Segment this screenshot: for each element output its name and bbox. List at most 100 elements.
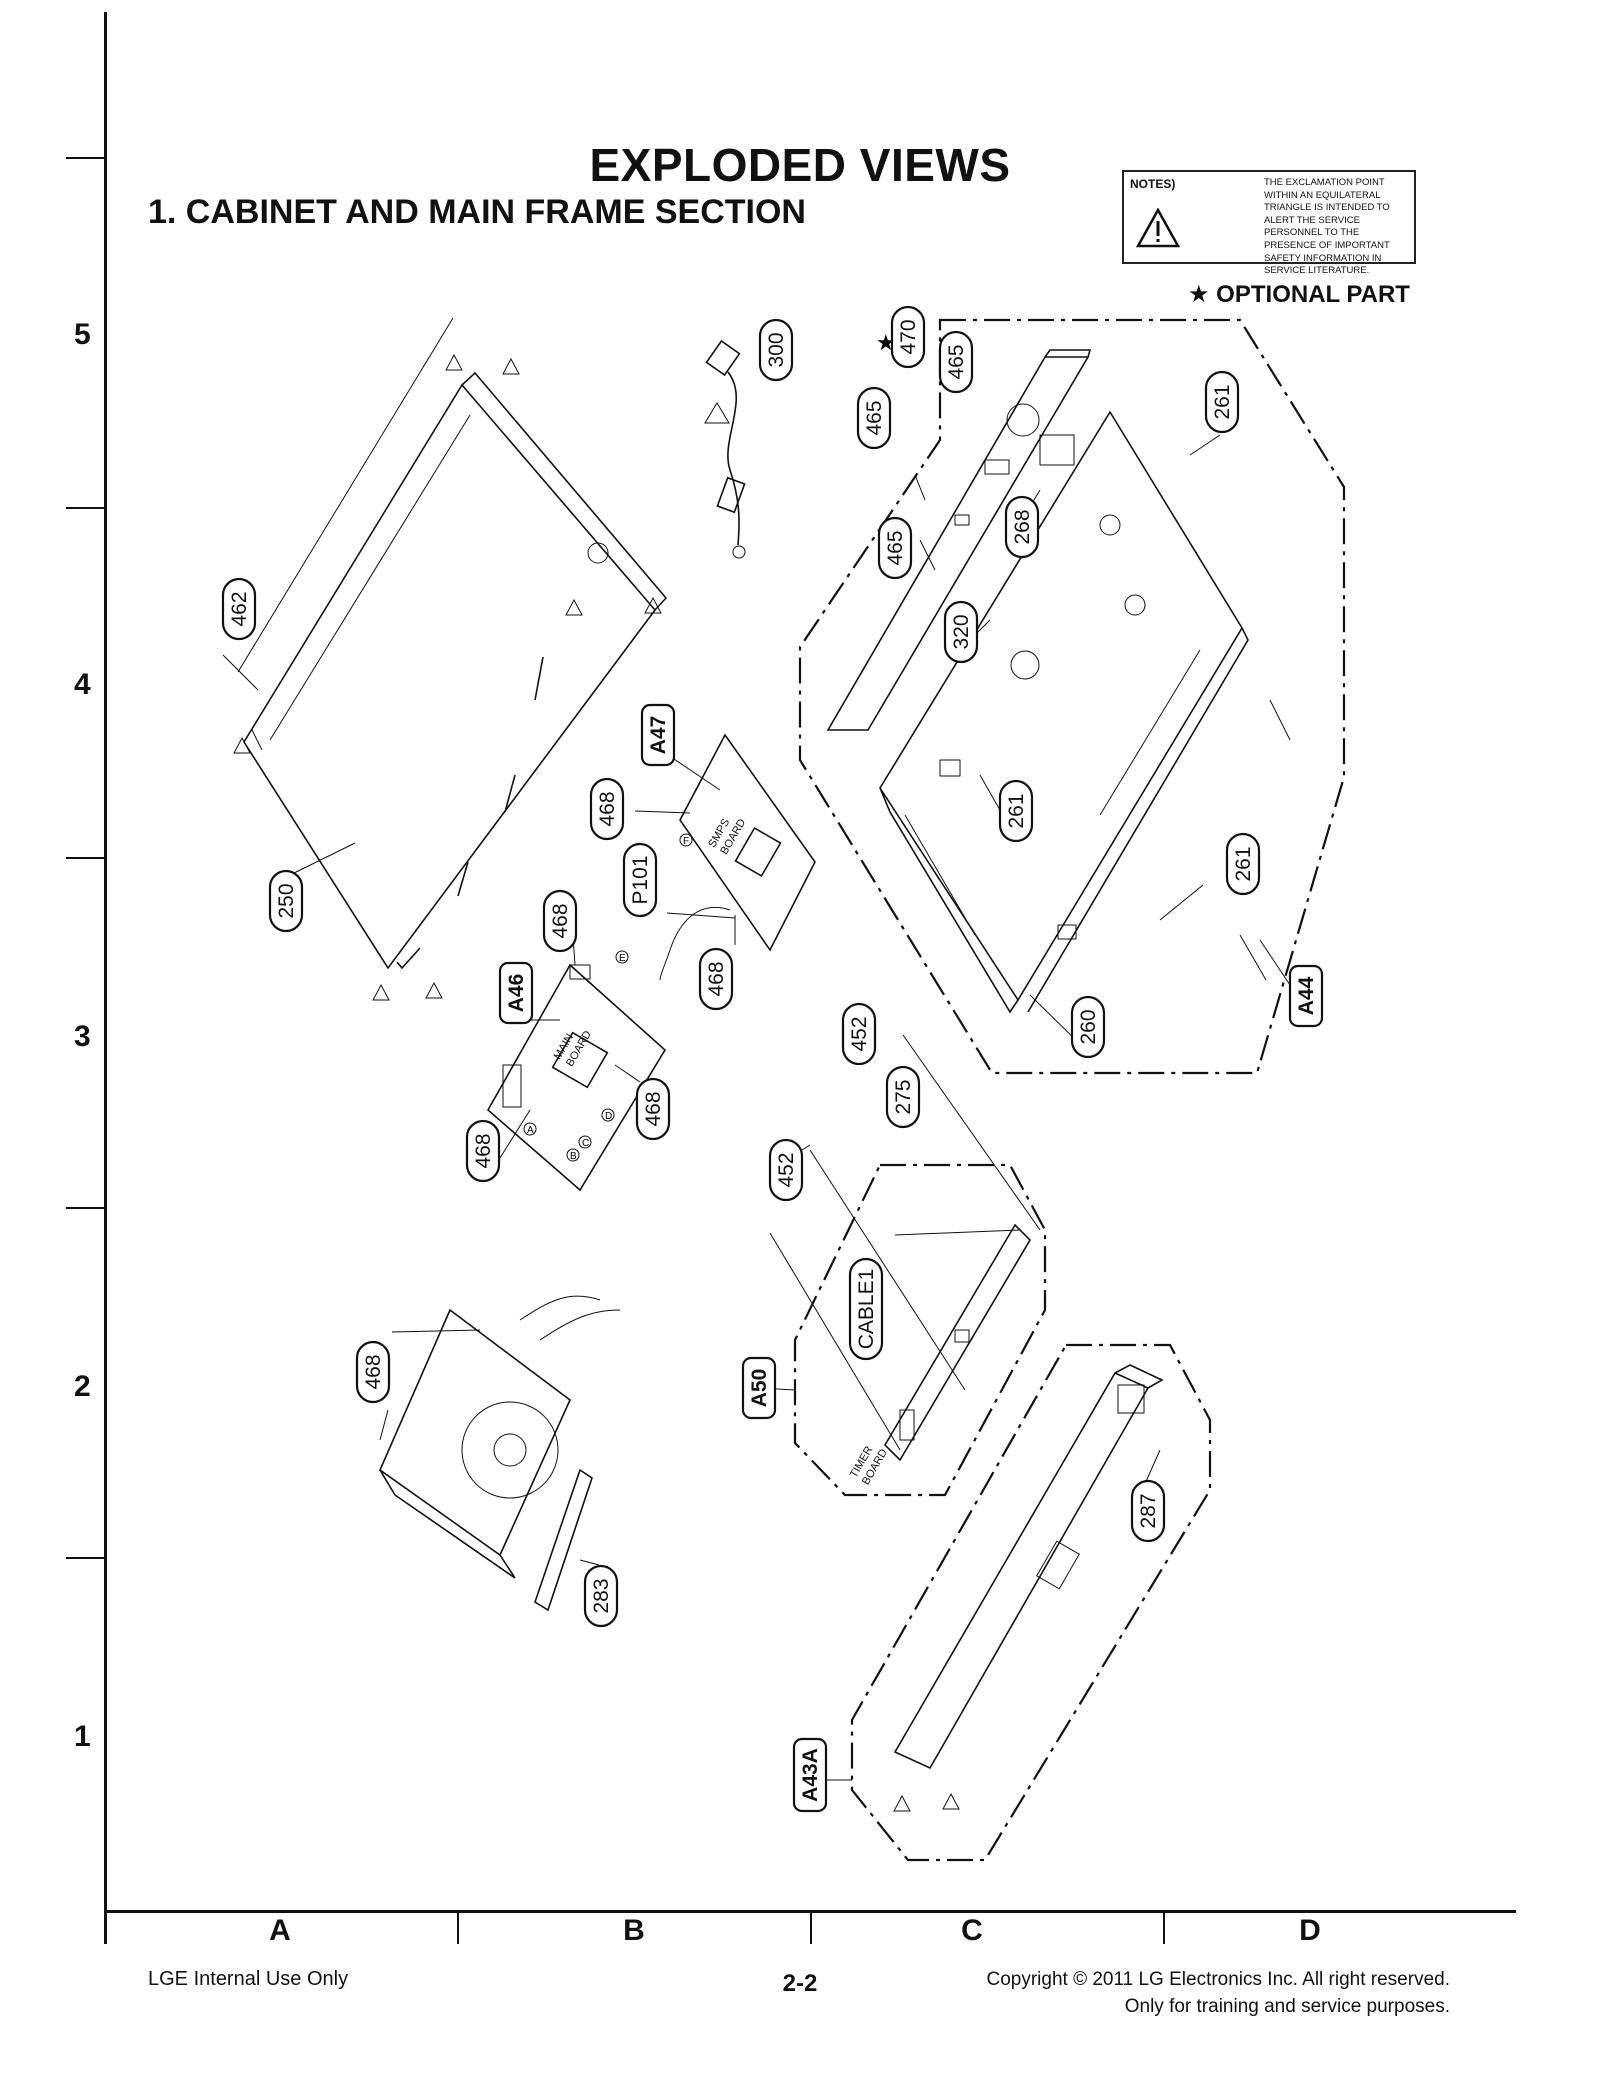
connector-letters: A B C D E F (523, 833, 693, 1162)
row-label-1: 1 (74, 1720, 91, 1753)
column-divider (810, 1910, 812, 1944)
timer-board-part (883, 1223, 1032, 1462)
callout-468-main-top: 468 (542, 889, 578, 953)
column-divider (457, 1910, 459, 1944)
svg-text:470: 470 (897, 319, 920, 354)
connector-marker-a (523, 1122, 537, 1136)
column-label-a: A (269, 1914, 291, 1947)
callout-462: 462 (221, 577, 257, 641)
row-label-3: 3 (74, 1020, 91, 1053)
connector-marker-c (578, 1135, 592, 1149)
svg-text:A43A: A43A (799, 1748, 822, 1802)
column-divider (104, 1910, 106, 1944)
row-label-5: 5 (74, 318, 91, 351)
callout-465-low: 465 (877, 516, 913, 580)
svg-text:287: 287 (1137, 1493, 1160, 1528)
callout-468-main-right: 468 (635, 1077, 671, 1141)
connector-marker-e (615, 950, 629, 964)
svg-text:275: 275 (892, 1079, 915, 1114)
callout-452-mid: 452 (768, 1138, 804, 1202)
column-label-b: B (623, 1914, 645, 1947)
notes-label: NOTES) (1130, 177, 1176, 191)
svg-text:468: 468 (362, 1354, 385, 1389)
svg-text:A47: A47 (647, 716, 670, 755)
notes-text: THE EXCLAMATION POINT WITHIN AN EQUILATE… (1264, 177, 1390, 277)
svg-text:A44: A44 (1295, 976, 1318, 1015)
front-bracket-part (826, 349, 1092, 731)
exploded-view-diagram (222, 317, 1346, 1862)
left-frame-line (104, 12, 107, 1944)
callout-a43a: A43A (792, 1737, 828, 1813)
footer-copyright: Copyright © 2011 LG Electronics Inc. All… (900, 1966, 1450, 2020)
connector-marker-f (679, 833, 693, 847)
callout-250: 250 (268, 869, 304, 933)
row-divider (66, 507, 106, 509)
svg-text:468: 468 (642, 1091, 665, 1126)
callout-261-mid: 261 (998, 779, 1034, 843)
page-number: 2-2 (782, 1970, 818, 1997)
svg-text:452: 452 (848, 1016, 871, 1051)
svg-text:268: 268 (1011, 509, 1034, 544)
column-label-c: C (961, 1914, 983, 1947)
svg-text:468: 468 (549, 903, 572, 938)
row-divider (66, 1557, 106, 1559)
row-label-4: 4 (74, 668, 91, 701)
optional-star-marker: ★ (876, 331, 896, 356)
svg-text:468: 468 (596, 791, 619, 826)
callout-465-top: 465 (938, 330, 974, 394)
callout-468-loader: 468 (355, 1340, 391, 1404)
connector-letter-d: D (605, 1111, 612, 1122)
callout-452-top: 452 (841, 1002, 877, 1066)
callout-465-mid: 465 (856, 386, 892, 450)
svg-text:465: 465 (945, 344, 968, 379)
callout-261-top: 261 (1204, 370, 1240, 434)
svg-text:261: 261 (1211, 384, 1234, 419)
callout-a47: A47 (640, 703, 676, 767)
safety-notes-box: NOTES) THE EXCLAMATION POINT WITHIN AN E… (1122, 170, 1416, 276)
optional-part-legend: ★ OPTIONAL PART (1188, 281, 1410, 308)
svg-text:261: 261 (1232, 846, 1255, 881)
callout-320: 320 (943, 600, 979, 664)
connector-letter-b: B (570, 1151, 577, 1162)
callout-cable1: CABLE1 (848, 1257, 884, 1361)
safety-triangle-markers (233, 353, 960, 1812)
column-divider (1163, 1910, 1165, 1944)
connector-marker-b (566, 1148, 580, 1162)
svg-text:465: 465 (884, 530, 907, 565)
callout-468-main-left: 468 (465, 1119, 501, 1183)
row-divider (66, 857, 106, 859)
callout-a50: A50 (741, 1356, 777, 1420)
main-frame-part (879, 410, 1249, 1014)
svg-text:283: 283 (590, 1578, 613, 1613)
column-label-d: D (1299, 1914, 1321, 1947)
section-title: 1. CABINET AND MAIN FRAME SECTION (148, 193, 806, 231)
svg-text:465: 465 (863, 400, 886, 435)
svg-text:250: 250 (275, 883, 298, 918)
top-cover-part (237, 317, 668, 970)
callout-468-smps-low: 468 (698, 947, 734, 1011)
callout-268: 268 (1004, 495, 1040, 559)
svg-text:452: 452 (775, 1152, 798, 1187)
row-divider (66, 157, 106, 159)
svg-text:260: 260 (1077, 1009, 1100, 1044)
svg-text:CABLE1: CABLE1 (855, 1269, 878, 1350)
svg-text:P101: P101 (629, 855, 652, 904)
front-panel-part (893, 1364, 1164, 1770)
connector-letter-c: C (582, 1138, 589, 1149)
page-title: EXPLODED VIEWS (589, 139, 1011, 191)
connector-letter-f: F (683, 836, 689, 847)
connector-letter-e: E (619, 953, 626, 964)
callout-287: 287 (1130, 1479, 1166, 1543)
svg-text:320: 320 (950, 614, 973, 649)
warning-triangle-icon (1136, 208, 1180, 248)
callout-260: 260 (1070, 995, 1106, 1059)
callout-a46: A46 (498, 961, 534, 1025)
svg-text:468: 468 (705, 961, 728, 996)
callout-layer: 300 470 465 465 465 261 268 320 261 261 … (221, 305, 1324, 1813)
svg-text:300: 300 (765, 332, 788, 367)
smps-board-part (659, 733, 816, 981)
board-label-layer: SMPS BOARD MAIN BOARD TIMER BOARD ★ A B … (523, 331, 896, 1487)
main-board-part (486, 963, 667, 1192)
frame-assembly-outline (798, 318, 1346, 1075)
callout-283: 283 (583, 1564, 619, 1628)
